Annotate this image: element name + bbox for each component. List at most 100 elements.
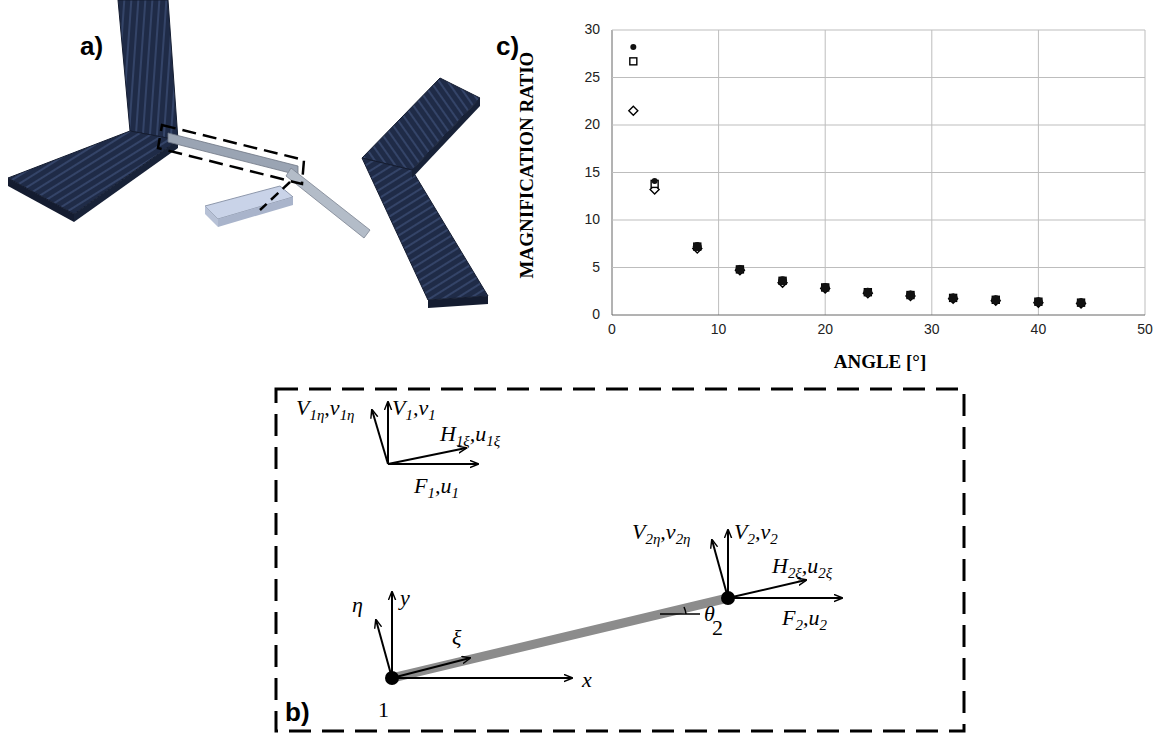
data-marker	[1034, 297, 1043, 306]
data-marker	[864, 289, 871, 296]
data-marker	[778, 276, 787, 285]
data-marker	[652, 178, 658, 184]
tick-label: 15	[584, 165, 600, 180]
axis-symbol: ξ	[452, 626, 461, 650]
subscript: 1ξ	[456, 433, 470, 449]
data-marker	[950, 294, 957, 301]
grid-line	[612, 30, 1145, 31]
tick-label: 0	[608, 322, 616, 337]
left-comb-pad	[8, 0, 178, 222]
grid-line	[612, 125, 1145, 126]
axis-symbol: x	[582, 668, 592, 692]
data-marker	[821, 284, 830, 293]
subscript: 1	[427, 485, 434, 501]
subscript: 1	[405, 407, 412, 423]
subscript: 1η	[309, 407, 324, 423]
tick-label: 50	[1137, 322, 1153, 337]
data-marker	[821, 283, 830, 292]
tick-label: 30	[584, 22, 600, 37]
symbol: F	[414, 473, 427, 498]
force-label: V1,v1	[392, 396, 436, 420]
symbol: u	[475, 421, 486, 446]
data-marker	[735, 265, 744, 274]
tick-label: 40	[1031, 322, 1047, 337]
subscript: 1	[428, 407, 435, 423]
data-marker	[1034, 298, 1043, 307]
data-marker	[630, 44, 636, 50]
data-marker	[779, 277, 786, 284]
tick-label: 30	[924, 322, 940, 337]
right-comb-pad	[362, 78, 488, 308]
grid-line	[612, 77, 1145, 78]
beam-assembly	[158, 125, 370, 238]
force-label: F1,u1	[414, 474, 459, 498]
symbol: v	[418, 395, 428, 420]
subscript: 2ξ	[818, 565, 832, 581]
data-marker	[736, 266, 743, 273]
data-marker	[949, 293, 958, 302]
subscript: 2	[819, 617, 826, 633]
beam-element-diagram	[276, 389, 964, 731]
force-label: H2ξ,u2ξ	[772, 554, 832, 578]
symbol: v	[330, 395, 340, 420]
data-marker	[991, 295, 1000, 304]
axis-title: ANGLE [°]	[834, 352, 927, 373]
data-marker	[735, 266, 744, 275]
panel-letter: a)	[80, 32, 103, 61]
tick-label: 0	[592, 307, 600, 322]
symbol: v	[760, 519, 770, 544]
symbol: V	[296, 395, 309, 420]
data-marker	[906, 291, 915, 300]
tick-label: 10	[584, 212, 600, 227]
data-marker	[1077, 299, 1086, 308]
axis-symbol: y	[400, 586, 410, 610]
axis-symbol: η	[352, 593, 363, 617]
symbol: H	[772, 553, 788, 578]
symbol: u	[808, 605, 819, 630]
separator: ,	[803, 605, 809, 630]
subscript: 2	[747, 531, 754, 547]
data-marker	[949, 294, 958, 303]
node-number: 1	[378, 698, 389, 722]
data-marker	[906, 292, 915, 301]
scatter-chart	[612, 30, 1145, 315]
data-marker	[863, 289, 872, 298]
force-label: F2,u2	[782, 606, 827, 630]
symbol: u	[807, 553, 818, 578]
symbol: F	[782, 605, 795, 630]
grid-line	[612, 220, 1145, 221]
grid-line	[612, 267, 1145, 268]
panel-letter: b)	[285, 698, 310, 727]
data-marker	[991, 296, 1000, 305]
separator: ,	[413, 395, 419, 420]
separator: ,	[324, 395, 330, 420]
force-label: V2,v2	[734, 520, 778, 544]
tick-label: 25	[584, 70, 600, 85]
subscript: 1	[451, 485, 458, 501]
symbol: V	[632, 519, 645, 544]
symbol: V	[392, 395, 405, 420]
grid-line	[612, 315, 1145, 316]
force-label: V2η,v2η	[632, 520, 691, 544]
symbol: H	[440, 421, 456, 446]
force-label: H1ξ,u1ξ	[440, 422, 500, 446]
subscript: 2η	[676, 531, 691, 547]
symbol: v	[666, 519, 676, 544]
angle-symbol: θ	[704, 602, 715, 626]
data-marker	[1035, 298, 1042, 305]
data-marker	[1078, 299, 1085, 306]
separator: ,	[755, 519, 761, 544]
separator: ,	[660, 519, 666, 544]
separator: ,	[470, 421, 476, 446]
symbol: V	[734, 519, 747, 544]
tick-label: 20	[584, 117, 600, 132]
force-label: V1η,v1η	[296, 396, 355, 420]
subscript: 2ξ	[788, 565, 802, 581]
subscript: 2	[770, 531, 777, 547]
tick-label: 20	[817, 322, 833, 337]
tick-label: 10	[711, 322, 727, 337]
subscript: 2η	[645, 531, 660, 547]
data-marker	[992, 296, 999, 303]
symbol: u	[440, 473, 451, 498]
separator: ,	[435, 473, 441, 498]
